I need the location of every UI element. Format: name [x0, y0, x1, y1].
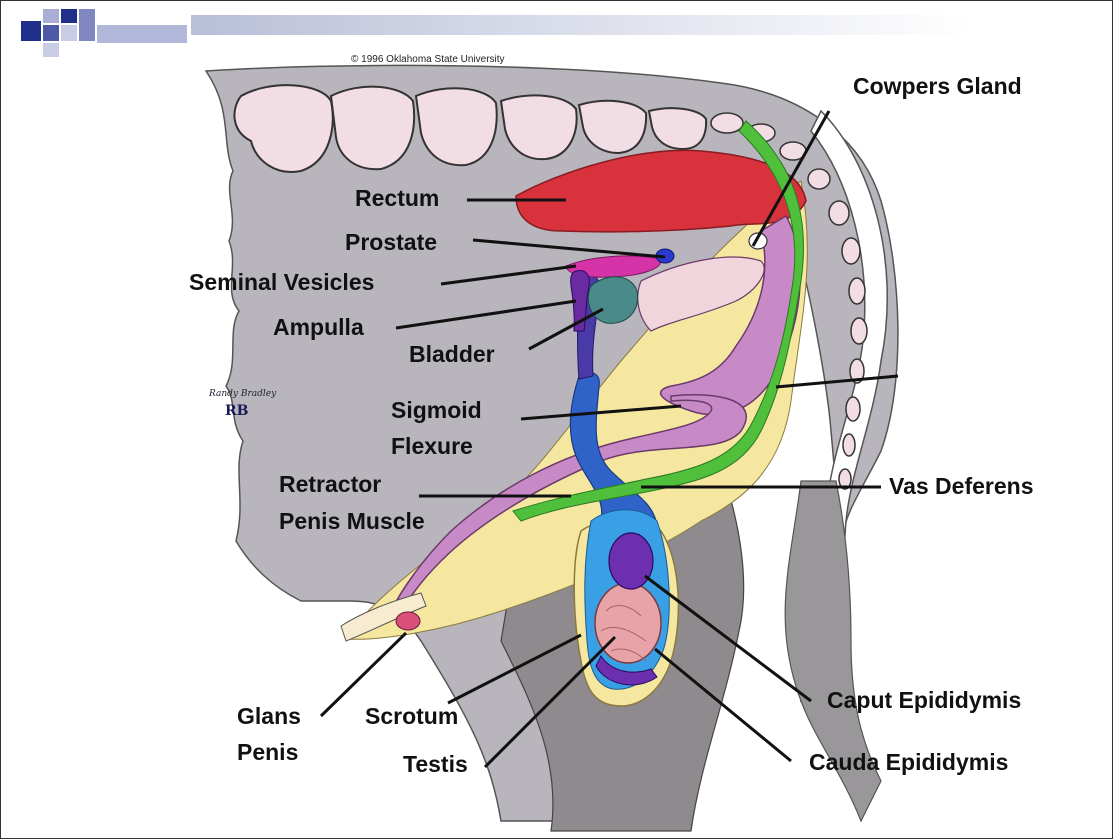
label-bladder: Bladder	[409, 341, 495, 367]
caput-epididymis	[609, 533, 653, 589]
label-rectum: Rectum	[355, 185, 439, 211]
label-ampulla: Ampulla	[273, 314, 364, 340]
label-sigmoid: Sigmoid	[391, 397, 482, 423]
artist-monogram: RB	[225, 403, 248, 419]
label-testis: Testis	[403, 751, 468, 777]
label-cowpers-gland: Cowpers Gland	[853, 73, 1022, 99]
label-vas-deferens: Vas Deferens	[889, 473, 1033, 499]
label-retractor: Retractor	[279, 471, 381, 497]
label-caput-epididymis: Caput Epididymis	[827, 687, 1021, 713]
label-glans: Glans	[237, 703, 301, 729]
testis	[595, 583, 661, 663]
artist-signature: Randy Bradley	[209, 390, 276, 399]
label-prostate: Prostate	[345, 229, 437, 255]
bladder	[588, 277, 637, 324]
copyright-notice: © 1996 Oklahoma State University	[351, 54, 505, 65]
label-penis: Penis	[237, 739, 298, 765]
label-scrotum: Scrotum	[365, 703, 458, 729]
label-cauda-epididymis: Cauda Epididymis	[809, 749, 1008, 775]
label-flexure: Flexure	[391, 433, 473, 459]
label-penis-muscle: Penis Muscle	[279, 508, 425, 534]
glans-tip	[396, 612, 420, 630]
label-seminal-vesicles: Seminal Vesicles	[189, 269, 374, 295]
